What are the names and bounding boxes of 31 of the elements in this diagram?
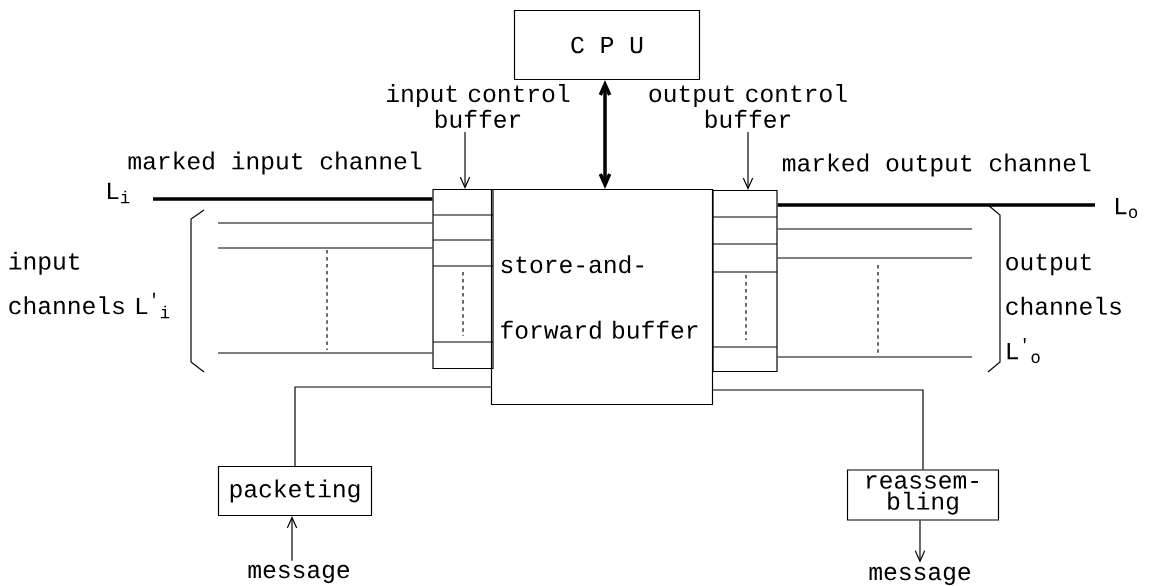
channel-label: marked output channel (782, 153, 1091, 177)
channel-line (217, 352, 433, 354)
channel-label: output channels L$^{'}$o (1006, 253, 1121, 363)
connector-line (712, 389, 924, 470)
channel-line (153, 197, 433, 201)
process-box: packeting (217, 465, 373, 517)
buffer-label: output control buffer (649, 84, 847, 128)
arrow (459, 131, 471, 189)
channel-label: L$_{i}$ (108, 182, 130, 204)
channel-line (777, 203, 1095, 207)
arrow (598, 80, 612, 189)
channel-label: L$_{o}$ (1116, 198, 1138, 218)
message-label: message (869, 566, 971, 586)
channel-label: input channels L$^{'}$i (9, 251, 170, 319)
arrow (914, 520, 926, 563)
connector-line (294, 386, 492, 467)
channel-line (777, 228, 973, 230)
channel-label: marked input channel (128, 151, 422, 175)
channel-line (217, 222, 433, 224)
buffer-column (432, 188, 494, 370)
arrow (742, 131, 754, 190)
channel-line (777, 356, 973, 358)
cpu-box: C P U (513, 9, 701, 81)
arrow (286, 516, 298, 562)
message-label: message (248, 564, 350, 584)
buffer-column (712, 189, 778, 373)
channel-line (217, 247, 433, 249)
channel-line (777, 257, 973, 259)
buffer-box: store-and-forward buffer (490, 188, 714, 406)
buffer-label: input control buffer (387, 84, 570, 128)
process-box: reassem- bling (846, 469, 1000, 521)
